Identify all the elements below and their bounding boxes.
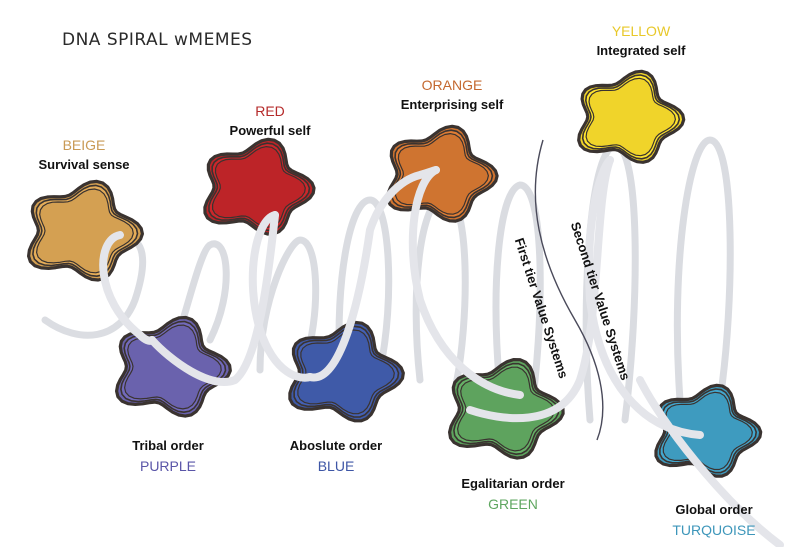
spiral-strand — [673, 136, 734, 404]
meme-name: TURQUOISE — [672, 522, 756, 538]
meme-blobs — [27, 69, 763, 478]
meme-name: RED — [255, 103, 285, 119]
meme-label-green: Egalitarian order GREEN — [448, 474, 578, 514]
blob-layer — [585, 77, 676, 157]
meme-description: Powerful self — [229, 123, 311, 138]
meme-label-orange: ORANGE Enterprising self — [382, 75, 522, 115]
meme-blob-yellow — [577, 69, 686, 164]
meme-description: Survival sense — [38, 157, 130, 172]
meme-description: Tribal order — [132, 438, 204, 453]
blob-layer — [457, 366, 555, 452]
spiral-strand — [148, 211, 279, 386]
meme-label-yellow: YELLOW Integrated self — [576, 21, 706, 61]
meme-blob-red — [203, 137, 316, 236]
meme-name: ORANGE — [421, 77, 483, 93]
tier-divider-line — [534, 139, 604, 441]
spiral-strand — [466, 156, 614, 423]
meme-description: Integrated self — [596, 43, 686, 58]
spiral-strand — [256, 236, 320, 374]
meme-label-blue: Aboslute order BLUE — [276, 436, 396, 476]
meme-name: BLUE — [317, 458, 355, 474]
blob-layer — [212, 146, 306, 228]
spiral-strand — [335, 196, 393, 374]
spiral-strand — [492, 181, 544, 424]
meme-name: GREEN — [488, 496, 538, 512]
meme-description: Enterprising self — [400, 97, 504, 112]
meme-blob-orange — [386, 124, 499, 223]
meme-name: PURPLE — [139, 458, 197, 474]
meme-description: Egalitarian order — [461, 476, 565, 491]
meme-name: BEIGE — [62, 137, 106, 153]
spiral-strand — [248, 211, 314, 382]
spiral-strand — [41, 236, 147, 339]
meme-label-beige: BEIGE Survival sense — [24, 135, 144, 175]
meme-label-purple: Tribal order PURPLE — [108, 436, 228, 476]
meme-label-red: RED Powerful self — [210, 101, 330, 141]
diagram-title: DNA SPIRAL wMEMES — [62, 30, 253, 50]
blob-layer — [36, 188, 134, 274]
meme-name: YELLOW — [611, 23, 671, 39]
meme-description: Global order — [675, 502, 753, 517]
spiral-strand — [636, 376, 784, 547]
spiral-strand — [408, 166, 524, 399]
meme-blob-blue — [288, 320, 405, 423]
spiral-front-strands — [99, 156, 784, 547]
spiral-strand — [585, 156, 704, 439]
meme-description: Aboslute order — [289, 438, 383, 453]
meme-label-turquoise: Global order TURQUOISE — [654, 500, 774, 540]
blob-layer — [297, 329, 395, 415]
blob-layer — [124, 324, 222, 410]
meme-blob-beige — [27, 179, 144, 282]
